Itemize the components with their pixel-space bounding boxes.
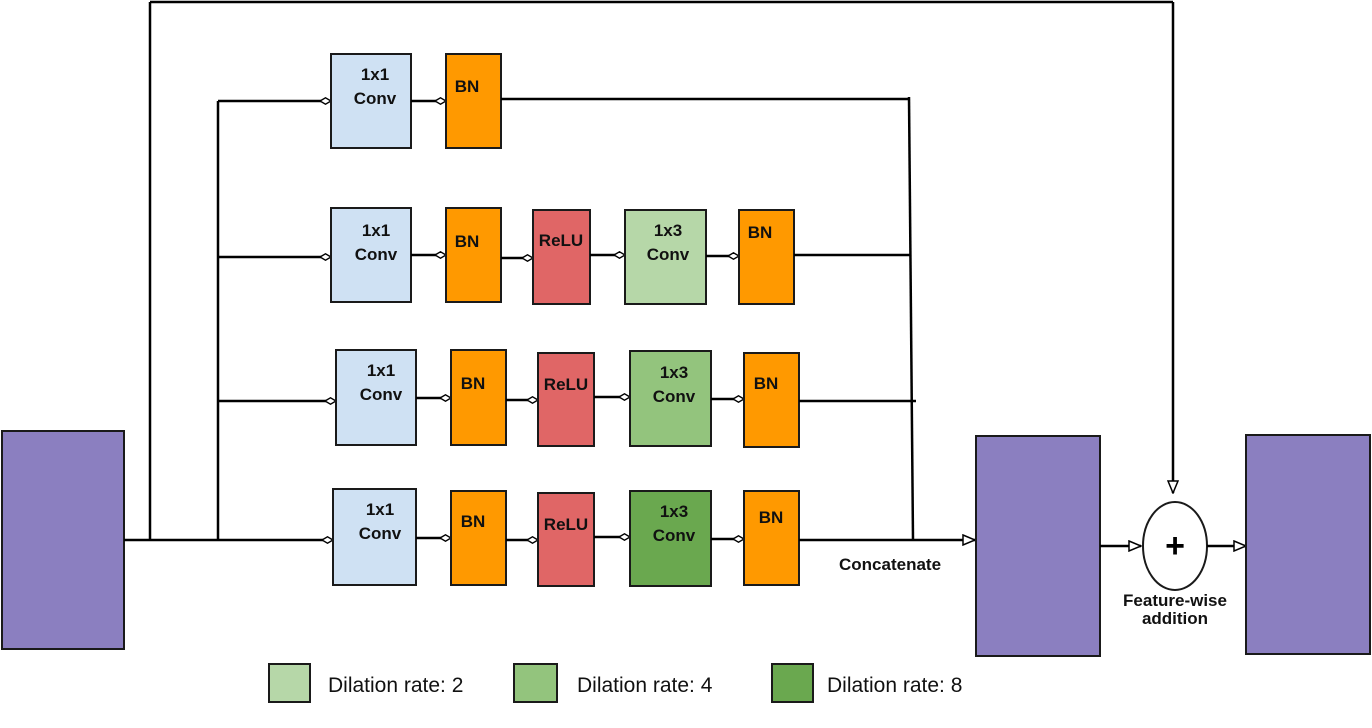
output-tensor	[1245, 434, 1371, 655]
branch4-conv1x3-label-top: 1x3	[660, 502, 688, 521]
branch2-bn	[445, 207, 502, 303]
branch2-bn-label: BN	[455, 232, 480, 251]
branch4-conv1x3	[629, 490, 712, 587]
branch1-conv1x1-label-top: 1x1	[361, 65, 389, 84]
branch4-relu-label: ReLU	[544, 515, 588, 534]
branch1-conv1x1	[330, 53, 412, 149]
branch3-bn2-label: BN	[754, 374, 779, 393]
legend-swatch-dilation-8	[771, 663, 814, 703]
legend-swatch-dilation-4	[513, 663, 558, 703]
branch3-conv1x3	[629, 350, 712, 447]
concat-bus-vertical	[907, 96, 915, 541]
branch2-bn2	[738, 209, 795, 305]
branch4-conv1x3-label-bottom: Conv	[653, 526, 696, 545]
branch3-conv1x1-label-top: 1x1	[367, 361, 395, 380]
addition-label-bottom: addition	[1142, 609, 1208, 628]
branch3-conv1x3-label-top: 1x3	[660, 363, 688, 382]
branch2-conv1x1-label-top: 1x1	[362, 221, 390, 240]
legend-swatch-dilation-2	[268, 663, 311, 703]
branch1-bn	[445, 53, 502, 149]
branch3-bn	[450, 349, 507, 446]
branch2-conv1x1-label-bottom: Conv	[355, 245, 398, 264]
branch4-relu	[537, 492, 595, 587]
plus-icon: +	[1165, 527, 1185, 565]
branch4-bn	[450, 490, 507, 586]
legend-label-dilation-4: Dilation rate: 4	[577, 674, 713, 697]
branch3-relu	[537, 352, 595, 447]
branch4-bn2	[743, 490, 800, 586]
input-tensor	[1, 430, 125, 650]
concatenate-label: Concatenate	[839, 555, 941, 574]
branch3-bn2	[743, 352, 800, 448]
legend: Dilation rate: 2 Dilation rate: 4 Dilati…	[268, 663, 962, 703]
legend-label-dilation-8: Dilation rate: 8	[827, 674, 962, 697]
branch3-conv1x1-label-bottom: Conv	[360, 385, 403, 404]
branch3-conv1x3-label-bottom: Conv	[653, 387, 696, 406]
branch2-relu	[532, 209, 591, 305]
branch2-relu-label: ReLU	[539, 231, 583, 250]
branch4-bn2-label: BN	[759, 508, 784, 527]
branch4-conv1x1-label-bottom: Conv	[359, 524, 402, 543]
branch2-conv1x3-label-bottom: Conv	[647, 245, 690, 264]
branch1-bn-label: BN	[455, 77, 480, 96]
branch3-relu-label: ReLU	[544, 375, 588, 394]
branch2-conv1x3	[624, 209, 707, 305]
branch2-conv1x1	[330, 207, 412, 303]
addition-label-top: Feature-wise	[1123, 591, 1227, 610]
branch4-bn-label: BN	[461, 512, 486, 531]
branch3-conv1x1	[335, 349, 417, 446]
legend-label-dilation-2: Dilation rate: 2	[328, 674, 463, 697]
branch1-conv1x1-label-bottom: Conv	[354, 89, 397, 108]
branch2-conv1x3-label-top: 1x3	[654, 221, 682, 240]
branch4-conv1x1-label-top: 1x1	[366, 500, 394, 519]
branch2-bn2-label: BN	[748, 223, 773, 242]
concat-tensor	[975, 435, 1101, 657]
branch3-bn-label: BN	[461, 374, 486, 393]
